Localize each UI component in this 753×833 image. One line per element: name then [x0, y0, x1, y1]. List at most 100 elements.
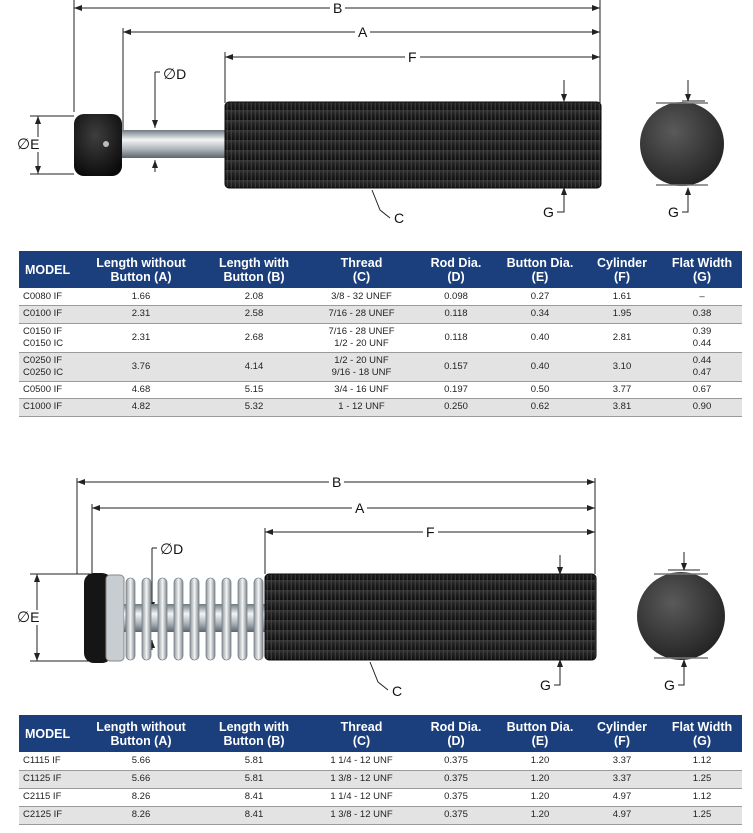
model-cell: C0500 IF [19, 381, 83, 399]
spring-shape [125, 577, 264, 661]
table-cell: 0.40 [498, 323, 582, 353]
table-cell: 8.26 [83, 788, 199, 807]
diagram-large-shock-absorber: B A F ∅D ∅E C G G [0, 470, 753, 710]
diagram-2-drawing [30, 478, 725, 691]
table-cell: 8.26 [83, 806, 199, 825]
dim-label-g-end-view: G [665, 205, 682, 219]
table-cell: 0.375 [414, 752, 498, 771]
table-cell: 5.81 [199, 770, 309, 789]
table-cell: 1.66 [83, 288, 199, 306]
model-cell: C2115 IF [19, 788, 83, 807]
column-header: Rod Dia.(D) [414, 251, 498, 288]
table-cell: 1.95 [582, 305, 662, 324]
end-view-shape [637, 572, 725, 660]
table-cell: 3/8 - 32 UNEF [309, 288, 414, 306]
table-cell: 7/16 - 28 UNEF [309, 305, 414, 324]
model-cell: C0100 IF [19, 305, 83, 324]
table-cell: 3.37 [582, 770, 662, 789]
table-cell: 4.97 [582, 788, 662, 807]
table-cell: 0.250 [414, 398, 498, 417]
table-cell: – [662, 288, 742, 306]
table-cell: 0.38 [662, 305, 742, 324]
table-cell: 3.10 [582, 352, 662, 382]
column-header: Cylinder(F) [582, 251, 662, 288]
button-shape [84, 573, 112, 663]
model-cell: C1000 IF [19, 398, 83, 417]
table-cell: 0.40 [498, 352, 582, 382]
table-cell: 1.20 [498, 770, 582, 789]
table-cell: 5.66 [83, 770, 199, 789]
column-header: Cylinder(F) [582, 715, 662, 752]
diagram-small-shock-absorber: B A F ∅D ∅E C G G [0, 0, 753, 245]
column-header: Button Dia.(E) [498, 251, 582, 288]
dim-label-c: C [389, 684, 406, 698]
model-cell: C0080 IF [19, 288, 83, 306]
table-cell: 2.58 [199, 305, 309, 324]
dim-label-g-end-view: G [661, 678, 678, 692]
dim-label-g: G [540, 205, 557, 219]
table-cell: 0.67 [662, 381, 742, 399]
table-cell: 1 - 12 UNF [309, 398, 414, 417]
table-cell: 3.37 [582, 752, 662, 771]
threaded-cylinder-shape [225, 102, 601, 188]
dim-label-f: F [423, 525, 438, 539]
table-cell: 2.81 [582, 323, 662, 353]
table-cell: 0.375 [414, 806, 498, 825]
threaded-cylinder-shape [265, 574, 596, 660]
table-cell: 0.157 [414, 352, 498, 382]
table-cell: 1.12 [662, 752, 742, 771]
table-cell: 0.62 [498, 398, 582, 417]
dim-label-e: ∅E [14, 610, 43, 625]
table-cell: 0.34 [498, 305, 582, 324]
table-cell: 8.41 [199, 788, 309, 807]
table-cell: 4.82 [83, 398, 199, 417]
dim-label-c: C [391, 211, 408, 225]
table-cell: 3.81 [582, 398, 662, 417]
column-header: Flat Width(G) [662, 251, 742, 288]
table-cell: 1 3/8 - 12 UNF [309, 806, 414, 825]
table-cell: 5.15 [199, 381, 309, 399]
table-cell: 1 3/8 - 12 UNF [309, 770, 414, 789]
dim-label-b: B [330, 1, 346, 15]
rod-shape [122, 130, 225, 158]
column-header-model: MODEL [19, 715, 83, 752]
table-cell: 5.32 [199, 398, 309, 417]
table-cell: 0.90 [662, 398, 742, 417]
table-cell: 0.375 [414, 788, 498, 807]
table-cell: 4.68 [83, 381, 199, 399]
end-view-shape [640, 102, 724, 186]
column-header: Flat Width(G) [662, 715, 742, 752]
table-cell: 0.375 [414, 770, 498, 789]
column-header: Rod Dia.(D) [414, 715, 498, 752]
column-header-model: MODEL [19, 251, 83, 288]
model-cell: C1125 IF [19, 770, 83, 789]
model-cell: C2125 IF [19, 806, 83, 825]
diameter-symbol-icon: ∅ [160, 541, 174, 558]
dim-label-a: A [355, 25, 371, 39]
table-cell: 0.27 [498, 288, 582, 306]
dim-label-d: ∅D [157, 541, 187, 558]
table-cell: 1 1/4 - 12 UNF [309, 752, 414, 771]
dim-label-a: A [352, 501, 368, 515]
table-cell: 3.77 [582, 381, 662, 399]
table-cell: 1.20 [498, 788, 582, 807]
